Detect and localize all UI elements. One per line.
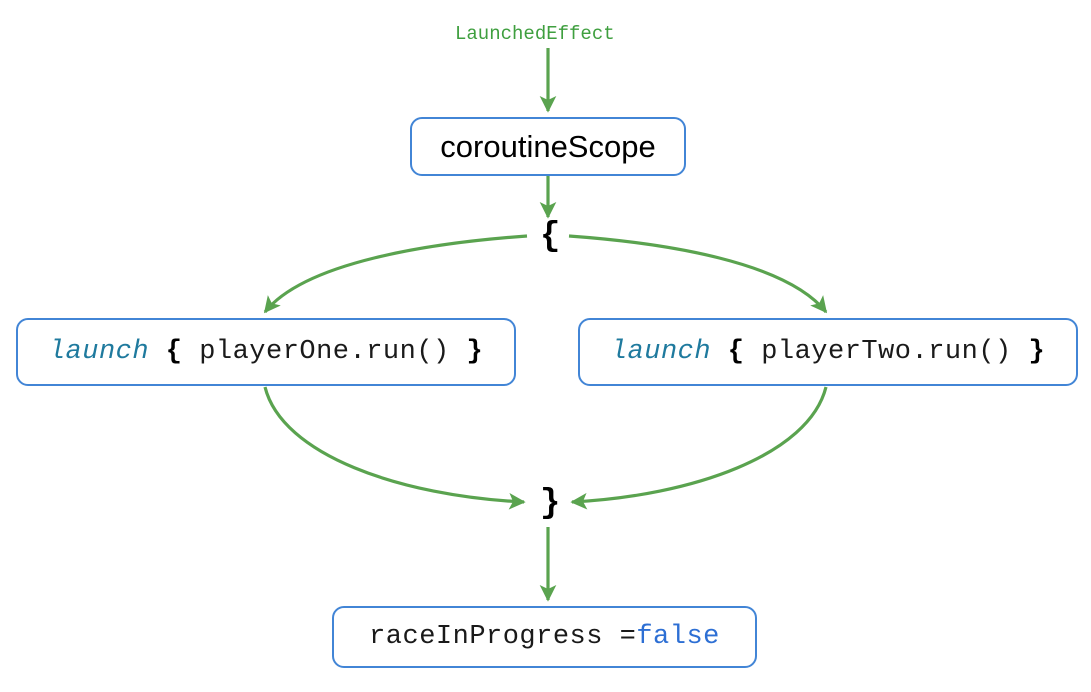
- launched-effect-label: LaunchedEffect: [455, 23, 615, 45]
- launch-two-space-3: [1012, 337, 1029, 367]
- node-launch-player-two[interactable]: launch { playerTwo.run() }: [578, 318, 1078, 386]
- launch-one-close-brace: }: [466, 337, 484, 367]
- launch-two-body: playerTwo.run(): [761, 337, 1012, 367]
- launch-one-open-brace: {: [165, 337, 183, 367]
- launch-one-space-2: [182, 337, 199, 367]
- edge-open-brace-to-launch-two: [568, 234, 828, 314]
- launch-one-space-1: [149, 337, 166, 367]
- launch-one-keyword: launch: [48, 337, 150, 367]
- node-coroutine-scope[interactable]: coroutineScope: [410, 117, 686, 176]
- launch-one-body: playerOne.run(): [199, 337, 450, 367]
- result-assignment: raceInProgress =: [369, 622, 637, 652]
- node-coroutine-scope-label: coroutineScope: [440, 128, 656, 164]
- launch-two-keyword: launch: [610, 337, 712, 367]
- launch-two-open-brace: {: [727, 337, 745, 367]
- edge-launch-two-to-close-brace: [570, 386, 828, 510]
- launch-two-space-2: [744, 337, 761, 367]
- result-value: false: [636, 622, 720, 652]
- open-brace-glyph: {: [540, 218, 561, 256]
- launch-two-close-brace: }: [1028, 337, 1046, 367]
- node-launch-player-one[interactable]: launch { playerOne.run() }: [16, 318, 516, 386]
- node-race-in-progress[interactable]: raceInProgress = false: [332, 606, 757, 668]
- launch-one-space-3: [450, 337, 467, 367]
- edge-launch-one-to-close-brace: [263, 386, 526, 510]
- edge-open-brace-to-launch-one: [263, 234, 528, 314]
- close-brace-glyph: }: [540, 485, 561, 523]
- launch-two-space-1: [711, 337, 728, 367]
